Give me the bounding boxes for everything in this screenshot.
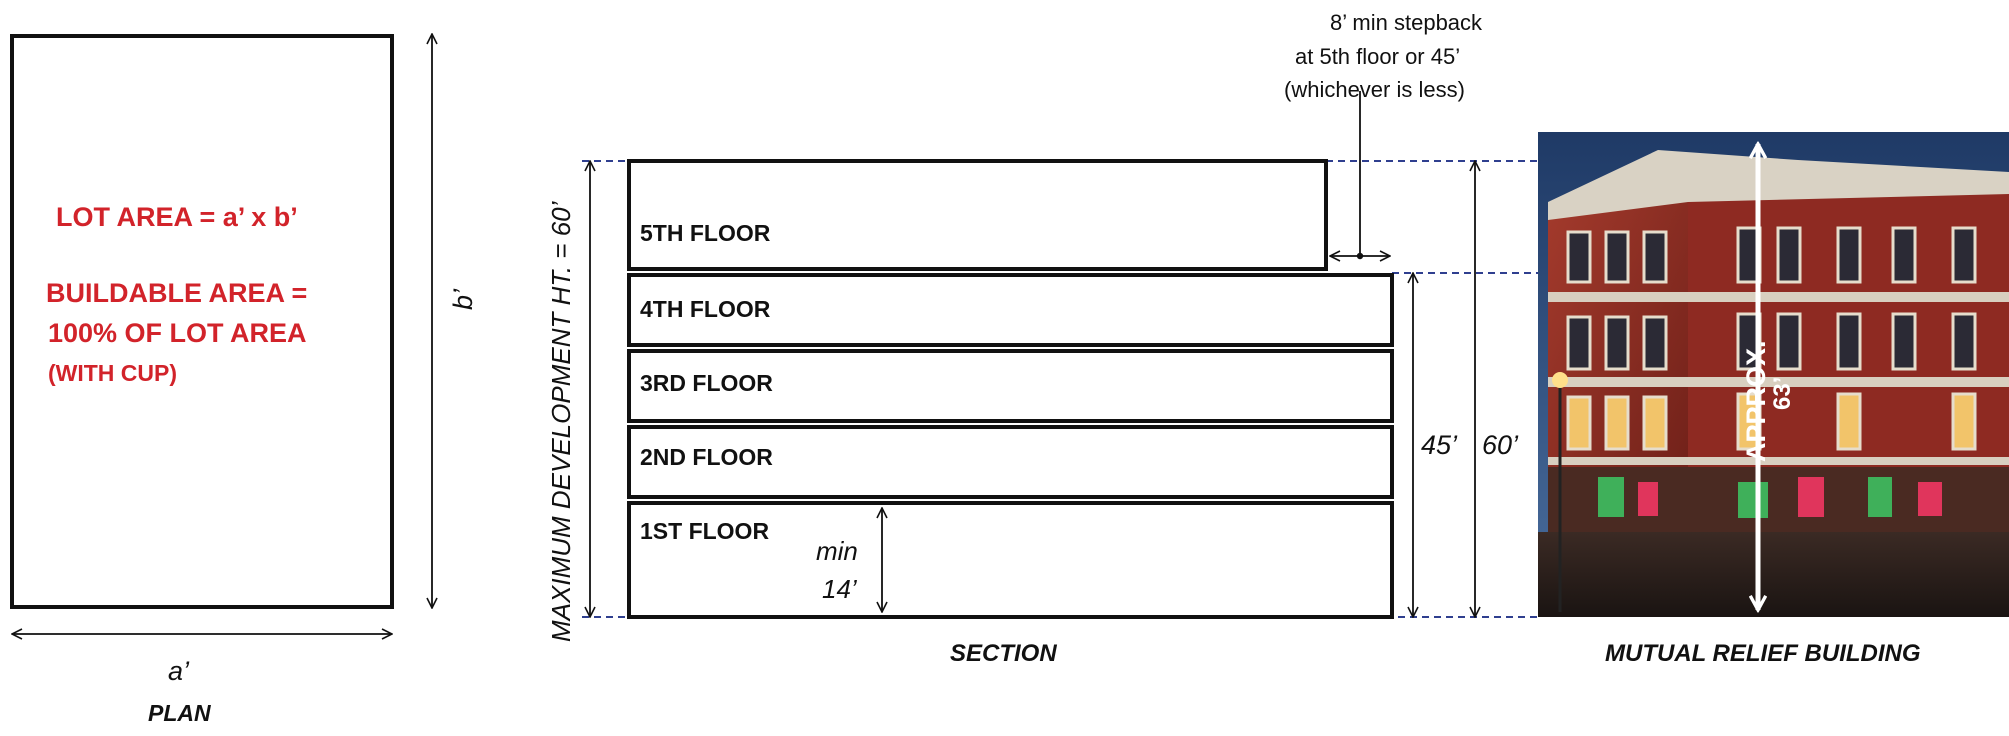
min-14-label-line-2: 14’ (822, 574, 857, 604)
buildable-area-line-1: BUILDABLE AREA = (46, 278, 308, 308)
floor-1-label: 1ST FLOOR (640, 518, 770, 544)
max-development-height-label: MAXIMUM DEVELOPMENT HT. = 60’ (546, 201, 576, 642)
stepback-note-line-3: (whichever is less) (1284, 77, 1465, 102)
lot-area-label: LOT AREA = a’ x b’ (56, 202, 298, 232)
dimension-b-label: b’ (448, 288, 478, 310)
buildable-area-line-3: (WITH CUP) (48, 360, 178, 386)
mutual-relief-building-photo (1538, 132, 2009, 617)
lot-plan-rectangle (10, 34, 394, 609)
floor-4-box (627, 273, 1394, 347)
floor-4-label: 4TH FLOOR (640, 296, 771, 322)
dimension-a-label: a’ (168, 656, 190, 686)
floor-2-label: 2ND FLOOR (640, 444, 773, 470)
buildable-area-line-2: 100% OF LOT AREA (48, 318, 307, 348)
stepback-note-line-1: 8’ min stepback (1330, 10, 1483, 35)
min-14-label-line-1: min (816, 536, 858, 566)
section-caption: SECTION (950, 640, 1057, 667)
floor-1-box (627, 501, 1394, 619)
plan-caption: PLAN (148, 700, 211, 726)
floor-3-box (627, 349, 1394, 423)
mutual-relief-building-caption: MUTUAL RELIEF BUILDING (1605, 640, 1921, 667)
approx-height-label-line-2: 63’ (1769, 376, 1796, 410)
floor-2-box (627, 425, 1394, 499)
approx-height-label-line-1: APPROX. (1741, 340, 1771, 462)
floor-5-label: 5TH FLOOR (640, 220, 771, 246)
dimension-60-label: 60’ (1482, 430, 1519, 460)
dimension-45-label: 45’ (1421, 430, 1458, 460)
stepback-note-line-2: at 5th floor or 45’ (1295, 44, 1461, 69)
floor-5-box (627, 159, 1328, 271)
floor-3-label: 3RD FLOOR (640, 370, 773, 396)
